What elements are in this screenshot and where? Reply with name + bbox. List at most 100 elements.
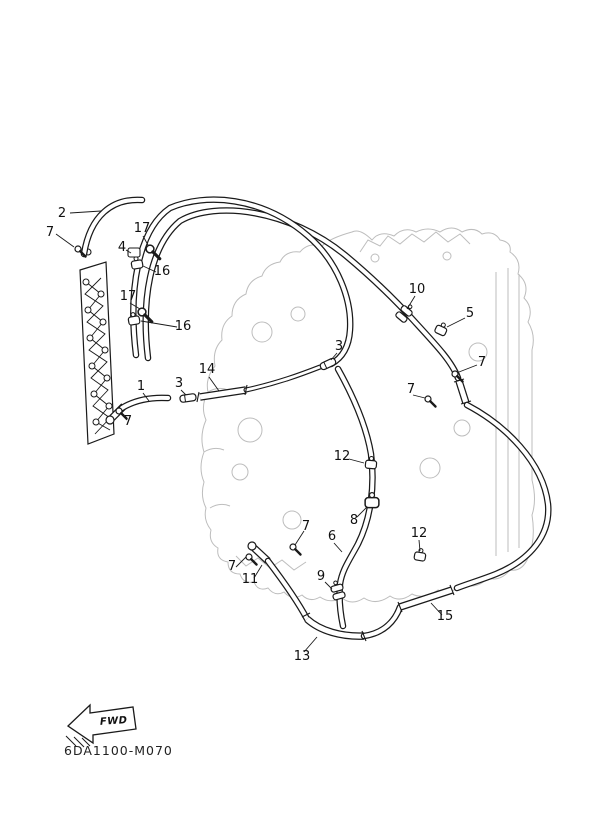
engine-detail-bump — [203, 447, 225, 453]
callout-label: 13 — [294, 649, 311, 664]
engine-detail-circle — [237, 417, 263, 443]
pipe-end-tick — [449, 584, 455, 596]
plate-hole — [103, 374, 111, 382]
fitting-3-lower — [178, 392, 198, 404]
engine-outline — [200, 227, 535, 603]
callout-label: 2 — [58, 206, 66, 221]
elbow-11-flange — [247, 541, 257, 551]
fwd-hatch-lines — [65, 735, 91, 748]
plate-hole — [97, 290, 105, 298]
leader-line — [142, 392, 150, 402]
fwd-arrow-label: FWD — [100, 715, 128, 728]
fitting-3-upper — [318, 356, 338, 372]
pipe-end-tick — [361, 630, 367, 642]
plate-hole — [101, 346, 109, 354]
leader-line — [458, 364, 478, 373]
pipe-end-tick — [453, 378, 465, 383]
pipe-joint-core — [459, 381, 466, 403]
hose-1-core — [120, 395, 170, 410]
callout-label: 7 — [124, 414, 132, 429]
callout-label: 11 — [242, 572, 259, 587]
pipe-end-tick — [196, 391, 200, 403]
pipe-end-tick — [397, 601, 403, 613]
leader-line — [208, 376, 220, 392]
callout-label: 6 — [328, 529, 336, 544]
leader-line — [406, 295, 416, 310]
engine-detail-circle — [370, 253, 380, 263]
engine-detail-circle — [442, 251, 452, 261]
bolt-7 — [423, 394, 437, 408]
plate-hole — [105, 402, 113, 410]
plate-hole — [82, 278, 90, 286]
engine-detail-circle — [282, 510, 302, 530]
engine-silhouette — [200, 227, 535, 603]
leader-line — [140, 320, 178, 328]
long-hose-left-core — [131, 197, 353, 366]
callout-label: 9 — [317, 569, 325, 584]
elbow-flange — [105, 415, 115, 425]
pipe-end-tick — [244, 384, 248, 396]
leader-line — [412, 394, 426, 399]
callout-label: 7 — [228, 559, 236, 574]
callout-label: 10 — [409, 282, 426, 297]
plate-hole — [92, 418, 100, 426]
pipe-14-core — [200, 390, 246, 397]
leader-line — [180, 389, 187, 396]
pipe-end-tick — [301, 612, 311, 618]
engine-detail-bump — [209, 503, 231, 509]
leader-lines — [55, 210, 478, 653]
leader-line — [418, 539, 421, 552]
leader-line — [120, 413, 128, 421]
callout-label: 4 — [118, 240, 126, 255]
lower-hose-core — [266, 559, 309, 621]
plate-hole — [88, 362, 96, 370]
engine-detail-top — [359, 231, 471, 253]
leader-line — [253, 564, 263, 579]
bracket-4 — [127, 247, 141, 258]
plate-hole — [99, 318, 107, 326]
leader-line — [303, 636, 318, 653]
engine-detail-circle — [231, 463, 249, 481]
callout-label: 17 — [120, 289, 137, 304]
bolt-7 — [288, 542, 302, 556]
leader-line — [430, 602, 443, 616]
callout-label: 7 — [407, 382, 415, 397]
callout-label: 3 — [335, 339, 343, 354]
engine-detail-circle — [453, 419, 471, 437]
clamp-12-upper — [364, 455, 378, 470]
cylinder-plate — [79, 248, 115, 445]
small-parts — [73, 243, 464, 601]
leader-line — [129, 302, 141, 310]
plate-hole — [84, 306, 92, 314]
long-hose-left-outline — [133, 200, 350, 364]
fwd-arrow-icon: FWD — [65, 703, 137, 748]
callout-label: 5 — [466, 306, 474, 321]
engine-detail-circle — [468, 342, 488, 362]
callout-label: 7 — [302, 519, 310, 534]
callout-label: 15 — [437, 609, 454, 624]
engine-detail-circle — [251, 321, 273, 343]
callout-label: 14 — [199, 362, 216, 377]
plate-hole — [86, 334, 94, 342]
leader-line — [330, 352, 338, 361]
callout-label: 3 — [175, 376, 183, 391]
clamp-5 — [433, 320, 450, 338]
leader-line — [324, 581, 333, 590]
leader-line — [294, 530, 305, 546]
callout-labels: 2 7 17 4 16 17 16 10 5 3 7 7 14 3 1 7 12… — [46, 206, 486, 664]
fwd-arrow-shape — [66, 703, 137, 745]
diagram-code-label: 6DA1100-M070 — [64, 743, 173, 758]
engine-detail-circle — [290, 306, 306, 322]
callout-label: 12 — [334, 449, 351, 464]
pipe-end-tick — [460, 400, 472, 405]
pipe-15-core — [400, 590, 452, 607]
leader-line — [235, 556, 247, 568]
callout-label: 8 — [350, 513, 358, 528]
leader-line — [142, 265, 157, 273]
leader-line — [55, 233, 75, 248]
bracket-8 — [364, 491, 380, 509]
callout-label: 12 — [411, 526, 428, 541]
callout-label: 16 — [154, 264, 171, 279]
